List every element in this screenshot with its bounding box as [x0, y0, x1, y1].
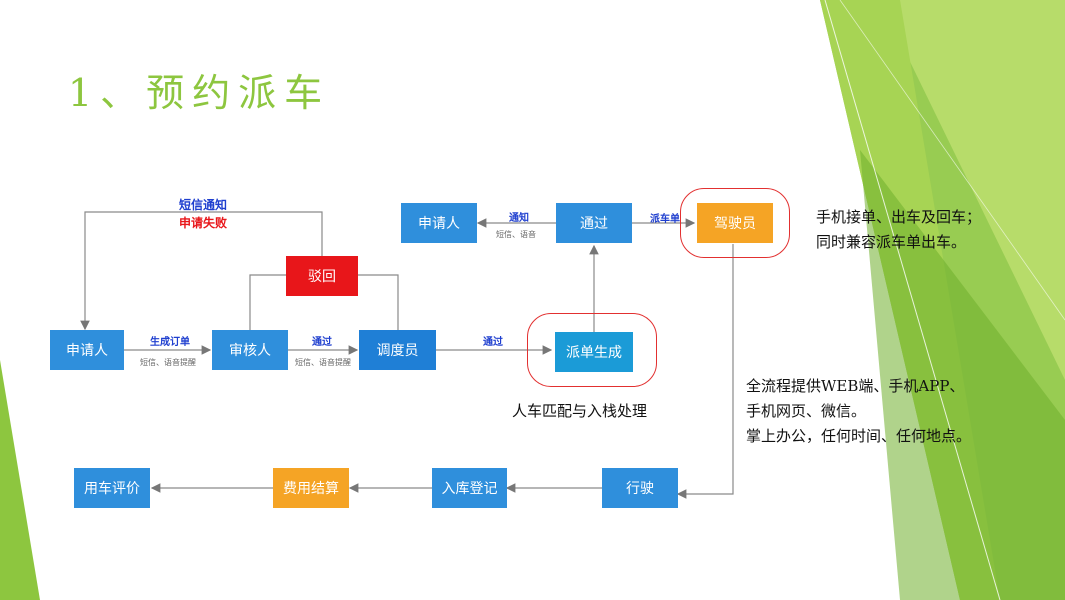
highlight-ring-driver: [680, 188, 790, 258]
node-applicant-left: 申请人: [50, 330, 124, 370]
highlight-ring-dispatch: [527, 313, 657, 387]
node-driver: 驾驶员: [697, 203, 773, 243]
note-platform-line2: 手机网页、微信。: [746, 402, 867, 420]
node-applicant-top: 申请人: [401, 203, 477, 243]
note-matching: 人车匹配与入栈处理: [512, 402, 648, 420]
label-gen-order-sub: 短信、语音提醒: [140, 358, 196, 367]
label-dispatch: 派车单: [650, 214, 680, 225]
label-pass-1-sub: 短信、语音提醒: [295, 358, 351, 367]
node-reject: 驳回: [286, 256, 358, 296]
label-apply-failed: 申请失败: [179, 216, 228, 230]
node-evaluation: 用车评价: [74, 468, 150, 508]
note-driver-line2: 同时兼容派车单出车。: [816, 233, 967, 251]
label-sms-notice: 短信通知: [179, 198, 228, 212]
label-notify: 通知: [509, 213, 529, 224]
node-settlement: 费用结算: [273, 468, 349, 508]
label-pass-2: 通过: [483, 337, 503, 348]
note-platform-line3: 掌上办公，任何时间、任何地点。: [746, 427, 972, 445]
label-notify-sub: 短信、语音: [496, 230, 536, 239]
label-pass-1: 通过: [312, 337, 332, 348]
node-dispatcher: 调度员: [359, 330, 436, 370]
node-driving: 行驶: [602, 468, 678, 508]
node-reviewer: 审核人: [212, 330, 288, 370]
node-pass-top: 通过: [556, 203, 632, 243]
node-storage: 入库登记: [432, 468, 507, 508]
node-dispatch-order: 派单生成: [555, 332, 633, 372]
label-gen-order: 生成订单: [150, 337, 190, 348]
slide-title: 1、预约派车: [68, 71, 331, 115]
note-platform-line1: 全流程提供WEB端、手机APP、: [746, 377, 965, 395]
note-driver-line1: 手机接单、出车及回车；: [816, 208, 982, 226]
